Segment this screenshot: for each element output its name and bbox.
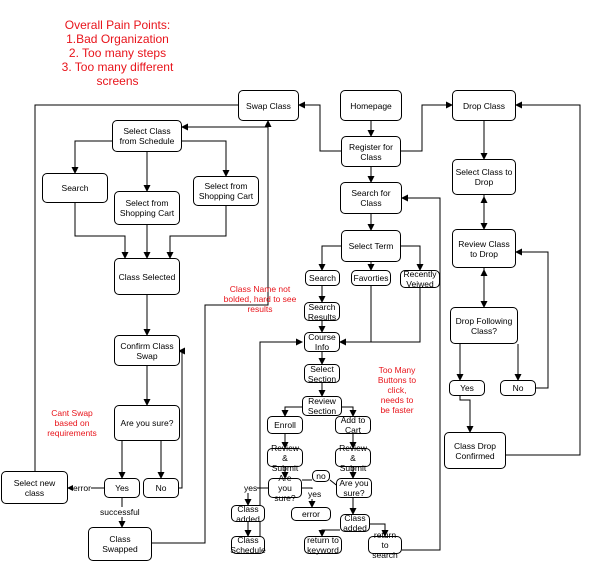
class-name-note: Class Name not bolded, hard to see resul… [215,284,305,314]
edge-label-yes-2: yes [308,489,322,499]
select-from-shopping-cart-a-node: Select from Shopping Cart [114,191,180,225]
select-class-from-schedule-node: Select Class from Schedule [112,120,182,152]
pain-points-line-5: screens [96,74,139,88]
yes-swap-node: Yes [104,478,140,498]
class-added-a-node: Class added [231,504,265,524]
return-to-keyword-node: return to keyword [304,535,342,555]
edge-label-yes: yes [244,483,258,493]
drop-class-node: Drop Class [452,90,516,121]
review-class-to-drop-node: Review Class to Drop [452,229,516,268]
edge-label-successful: successful [100,507,140,517]
are-you-sure-b-node: Are you sure? [336,478,372,498]
cant-swap-note: Cant Swap based on requirements [42,408,102,438]
select-class-to-drop-node: Select Class to Drop [452,159,516,195]
review-section-node: Review Section [302,396,342,416]
edge-label-error: error [73,483,91,493]
no-drop-node: No [500,380,536,396]
too-many-buttons-line-4: needs to [380,395,414,405]
pain-points-line-3: 2. Too many steps [68,46,167,60]
homepage-node: Homepage [340,90,402,121]
register-for-class-node: Register for Class [341,136,401,167]
class-drop-confirmed-node: Class Drop Confirmed [444,432,506,469]
confirm-class-swap-node: Confirm Class Swap [114,335,180,366]
yes-drop-node: Yes [449,380,485,396]
cant-swap-line-1: Cant Swap [51,408,93,418]
class-added-b-node: Class added [340,513,370,533]
recently-veiwed-node: Recently Veiwed [400,269,440,289]
pain-points-line-4: 3. Too many different [61,60,174,74]
too-many-buttons-line-5: be faster [380,405,414,415]
class-name-note-line-1: Class Name not [229,284,291,294]
class-swapped-node: Class Swapped [88,527,152,561]
select-new-class-node: Select new class [1,471,68,504]
too-many-buttons-line-1: Too Many [378,365,416,375]
select-term-node: Select Term [341,230,401,262]
too-many-buttons-line-2: Buttons to [377,375,417,385]
review-submit-b-node: Review & Submit [335,443,371,473]
cant-swap-line-3: requirements [47,428,97,438]
class-schedule-node: Class Schedule [230,535,266,555]
error-reg-node: error [291,507,331,521]
enroll-node: Enroll [267,416,303,434]
course-info-node: Course Info [304,332,340,352]
select-from-shopping-cart-b-node: Select from Shopping Cart [193,176,259,206]
search-results-node: Search Results [304,302,340,322]
search-for-class-node: Search for Class [340,182,402,214]
class-name-note-line-2: bolded, hard to see [223,294,297,304]
search-left-node: Search [42,173,108,203]
class-selected-node: Class Selected [114,258,180,295]
favorties-node: Favorties [351,270,391,286]
drop-following-class-node: Drop Following Class? [450,307,518,344]
are-you-sure-swap-node: Are you sure? [114,405,180,441]
review-submit-a-node: Review & Submit [267,443,303,473]
pain-points-note: Overall Pain Points: 1.Bad Organization … [50,18,185,88]
no-reg-node: no [312,470,330,482]
cant-swap-line-2: based on [54,418,90,428]
select-section-node: Select Section [304,364,340,384]
are-you-sure-a-node: Are you sure? [268,473,302,503]
pain-points-line-1: Overall Pain Points: [64,18,171,32]
pain-points-line-2: 1.Bad Organization [66,32,169,46]
add-to-cart-node: Add to Cart [335,415,371,435]
class-name-note-line-3: results [247,304,273,314]
too-many-buttons-note: Too Many Buttons to click, needs to be f… [368,365,426,415]
search-mid-node: Search [305,270,340,286]
swap-class-node: Swap Class [238,90,299,121]
return-to-search-node: return to search [368,530,402,560]
too-many-buttons-line-3: click, [387,385,407,395]
no-swap-node: No [143,478,179,498]
